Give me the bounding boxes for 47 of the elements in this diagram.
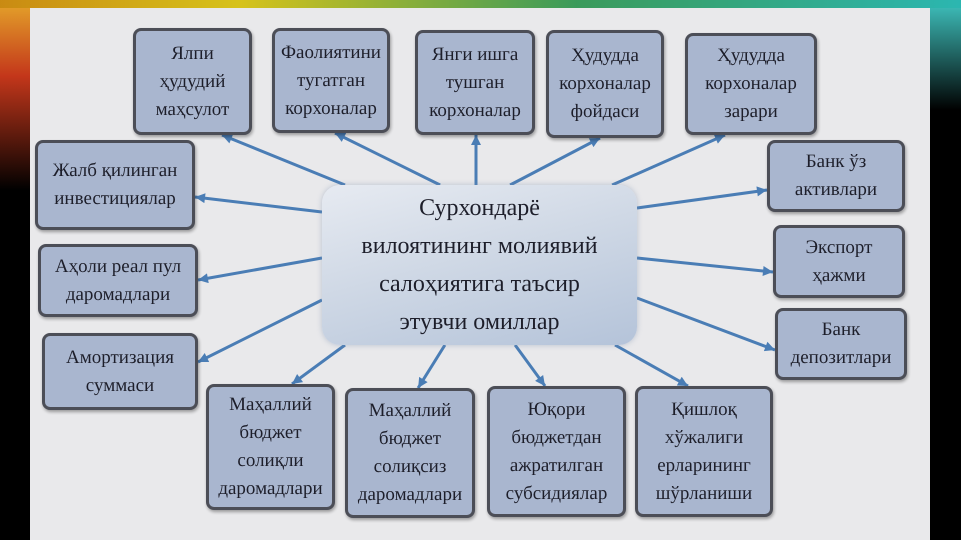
arrow: [197, 298, 323, 364]
factor-box: [775, 308, 907, 380]
factor-box: [635, 386, 773, 517]
arrow: [636, 186, 768, 210]
factor-label: Маҳаллий бюджет солиқсиз даромадлари: [356, 399, 464, 507]
factor-box: [35, 140, 195, 230]
factor-label: Ялпи ҳудудий маҳсулот: [154, 42, 230, 122]
factor-label: Янги ишга тушган корхоналар: [428, 42, 522, 122]
factor-label: Қишлоқ хўжалиги ерларининг шўрланиши: [654, 398, 754, 506]
factor-box: [206, 384, 335, 510]
factor-label: Маҳаллий бюджет солиқли даромадлари: [217, 393, 324, 501]
factor-label: Юқори бюджетдан ажратилган субсидиялар: [504, 398, 608, 506]
factor-box: [773, 225, 905, 298]
arrow: [291, 344, 346, 386]
factor-box: [38, 244, 198, 317]
factor-label: Банк ўз активлари: [794, 150, 878, 202]
arrow: [198, 256, 322, 284]
factor-label: Банк депозитлари: [790, 318, 892, 370]
factor-label: Ҳудудда корхоналар фойдаси: [558, 44, 652, 124]
arrow: [612, 134, 726, 186]
factor-label: Амортизация суммаси: [65, 346, 175, 398]
factor-box: [487, 386, 626, 517]
factor-box: [685, 33, 817, 135]
factor-box: [345, 388, 475, 518]
factor-box: [415, 30, 535, 135]
factor-label: Аҳоли реал пул даромадлари: [54, 254, 182, 306]
factor-label: Фаолиятини тугатган корхоналар: [280, 40, 382, 120]
arrow: [509, 136, 601, 186]
central-topic-box: [322, 185, 637, 345]
factor-box: [546, 30, 664, 138]
central-topic-label: Сурхондарё вилоятининг молиявий салоҳиятига таъсир этувчи омиллар: [360, 194, 599, 337]
factor-label: Экспорт ҳажми: [804, 236, 874, 288]
arrow: [636, 256, 774, 276]
factor-box: [42, 333, 198, 410]
factor-box: [767, 140, 905, 212]
arrow: [614, 344, 689, 388]
factor-label: Жалб қилинган инвестициялар: [52, 159, 178, 211]
arrow: [416, 344, 446, 389]
factor-label: Ҳудудда корхоналар зарари: [704, 44, 798, 124]
arrow: [636, 296, 776, 352]
factor-box: [272, 28, 390, 133]
arrow: [194, 193, 322, 214]
arrow: [471, 135, 481, 185]
arrow: [221, 134, 346, 186]
arrow: [514, 344, 546, 387]
factor-box: [133, 28, 252, 135]
arrow: [334, 132, 441, 186]
